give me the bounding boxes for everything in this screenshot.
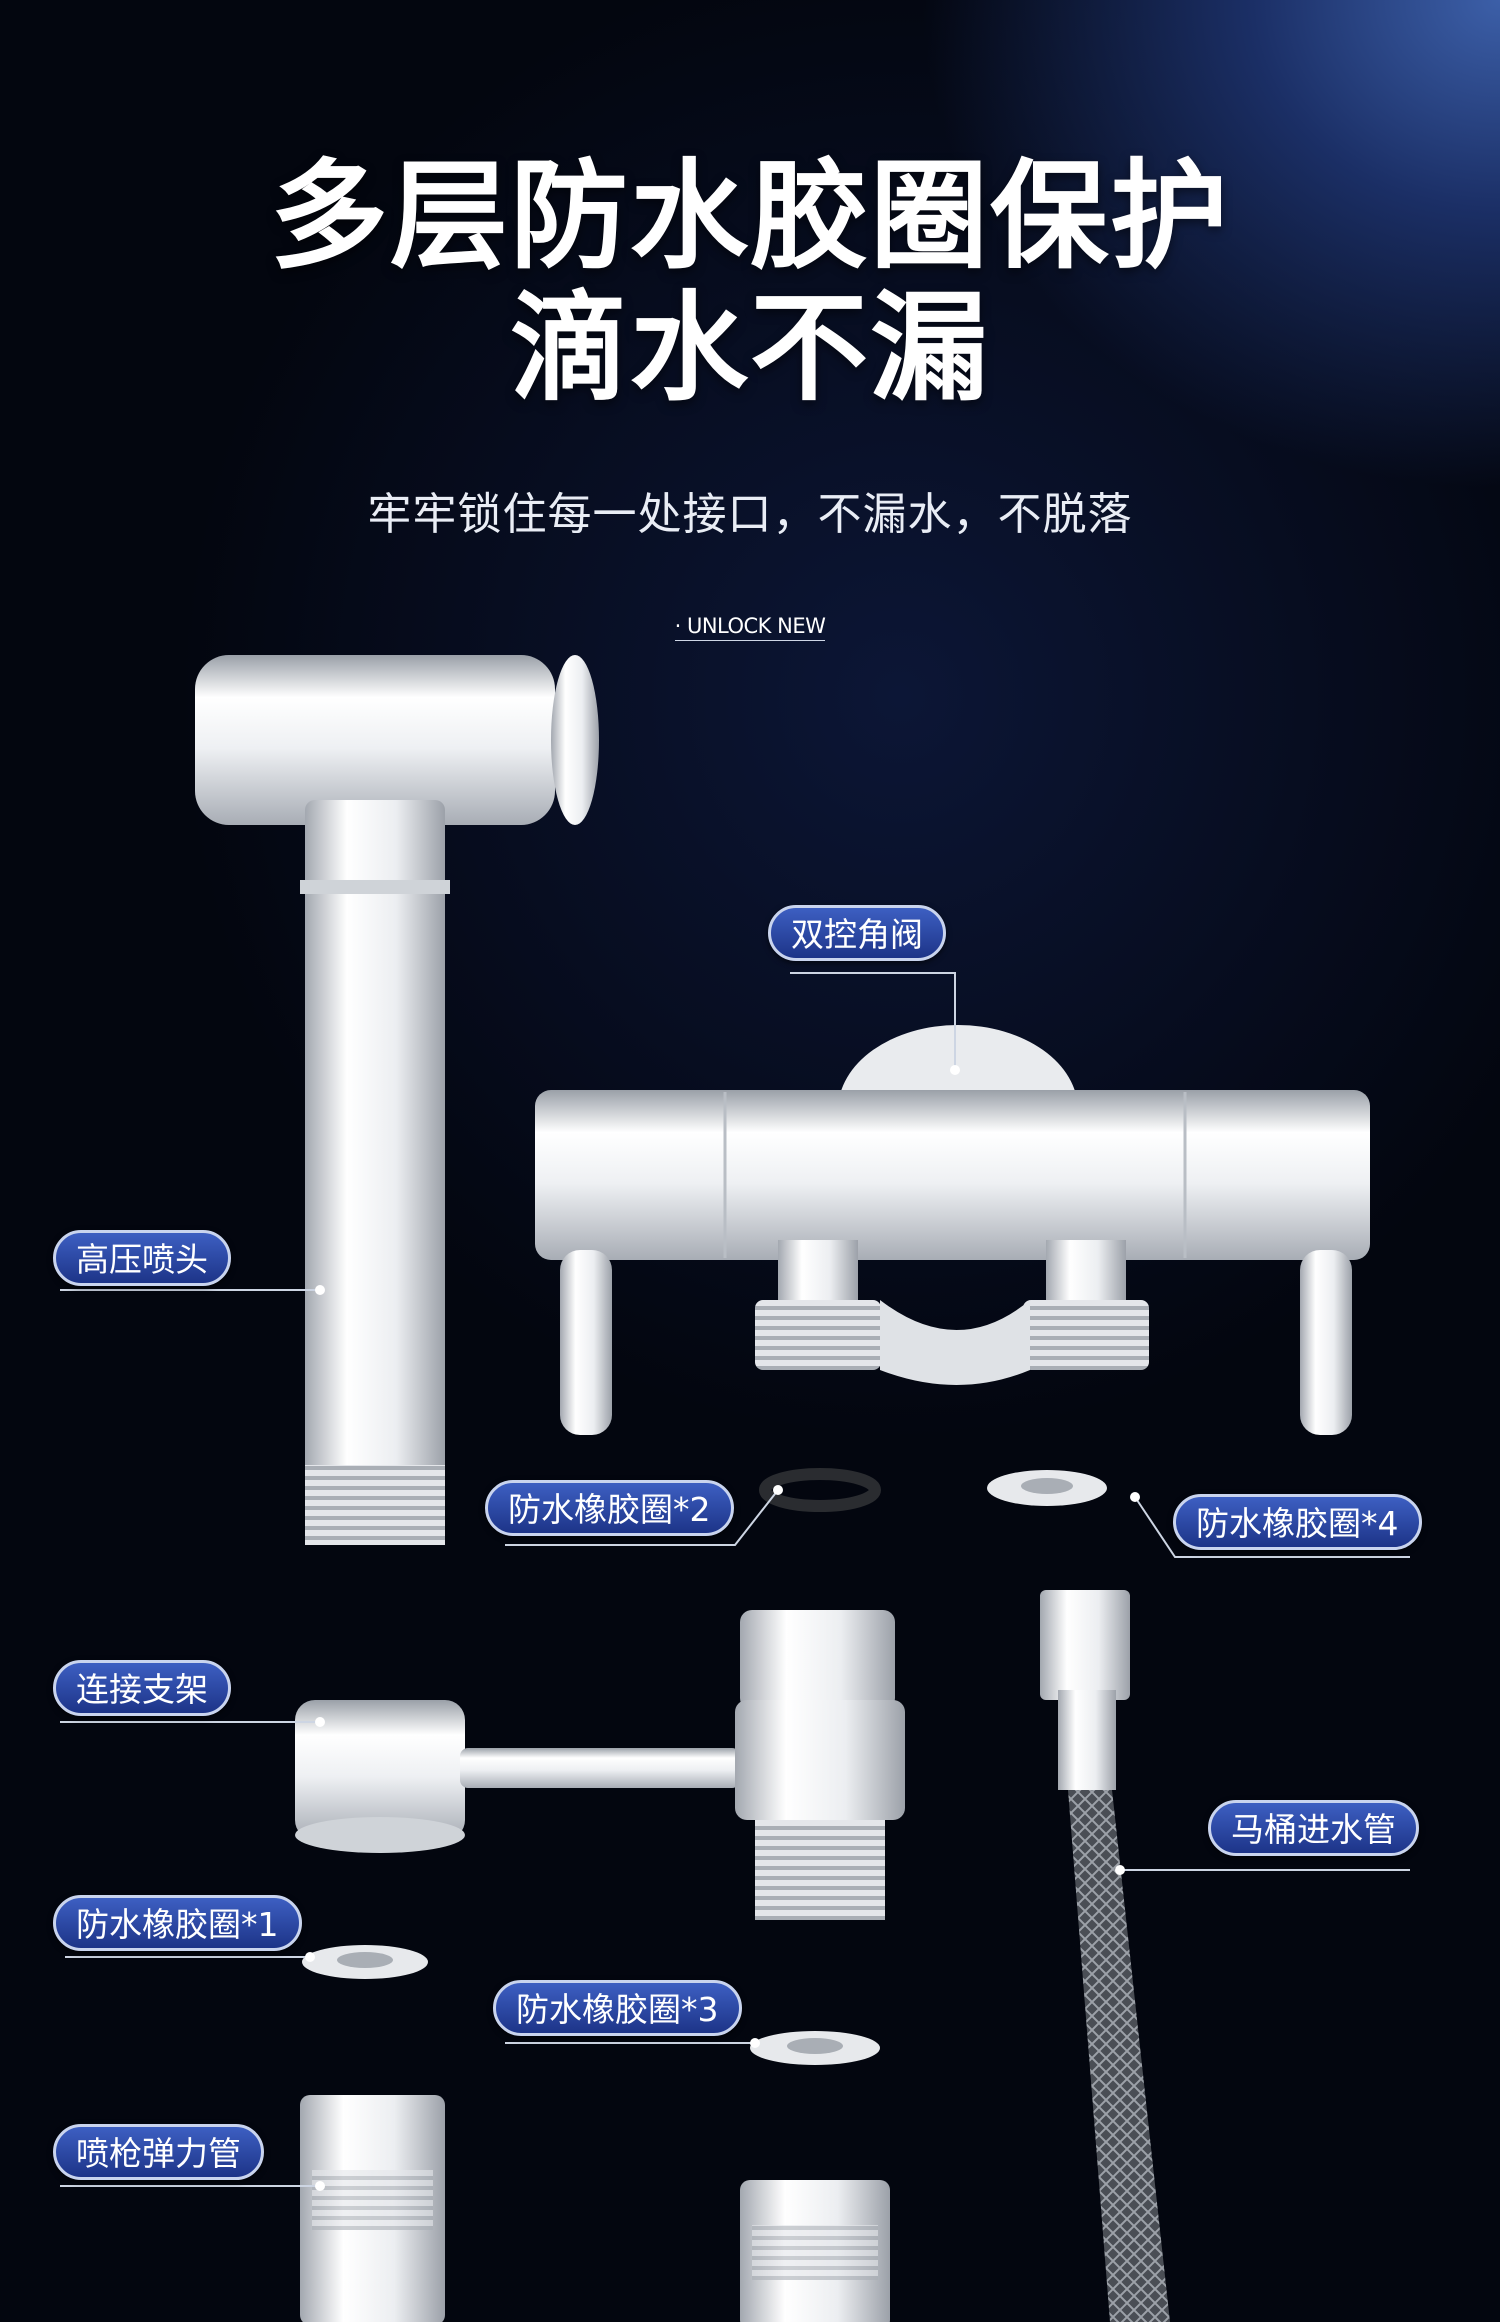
- label-high-pressure-nozzle: 高压喷头: [53, 1230, 231, 1286]
- label-waterproof-ring-4: 防水橡胶圈*4: [1173, 1494, 1422, 1550]
- label-waterproof-ring-3: 防水橡胶圈*3: [493, 1980, 742, 2036]
- label-waterproof-ring-2: 防水橡胶圈*2: [485, 1480, 734, 1536]
- headline-line-1: 多层防水胶圈保护: [269, 147, 1230, 285]
- leader-lines: [60, 972, 1410, 2187]
- label-connecting-bracket: 连接支架: [53, 1660, 231, 1716]
- rubber-ring-graphic-1: [302, 1945, 428, 1979]
- rubber-ring-graphic-2: [759, 1468, 881, 1512]
- rubber-ring-graphic-4: [987, 1470, 1107, 1506]
- subtitle: 牢牢锁住每一处接口，不漏水，不脱落: [367, 489, 1133, 540]
- inlet-hose-graphic: [1040, 1590, 1170, 2322]
- label-waterproof-ring-1: 防水橡胶圈*1: [53, 1895, 302, 1951]
- bracket-graphic: [295, 1610, 905, 1920]
- nozzle-graphic: [195, 655, 599, 1545]
- label-spray-gun-hose: 喷枪弹力管: [53, 2124, 264, 2180]
- tagline-text: · UNLOCK NEW: [674, 614, 826, 641]
- label-dual-angle-valve: 双控角阀: [768, 905, 946, 961]
- leader-dots: [305, 1065, 1140, 2191]
- angle-valve-graphic: [535, 1025, 1370, 1435]
- spray-hose-graphic: [300, 2095, 890, 2322]
- headline: 多层防水胶圈保护 滴水不漏: [0, 150, 1500, 414]
- label-toilet-inlet-hose: 马桶进水管: [1208, 1800, 1419, 1856]
- headline-line-2: 滴水不漏: [509, 279, 990, 417]
- tagline: · UNLOCK NEW: [0, 614, 1500, 641]
- rubber-ring-graphic-3: [750, 2031, 880, 2065]
